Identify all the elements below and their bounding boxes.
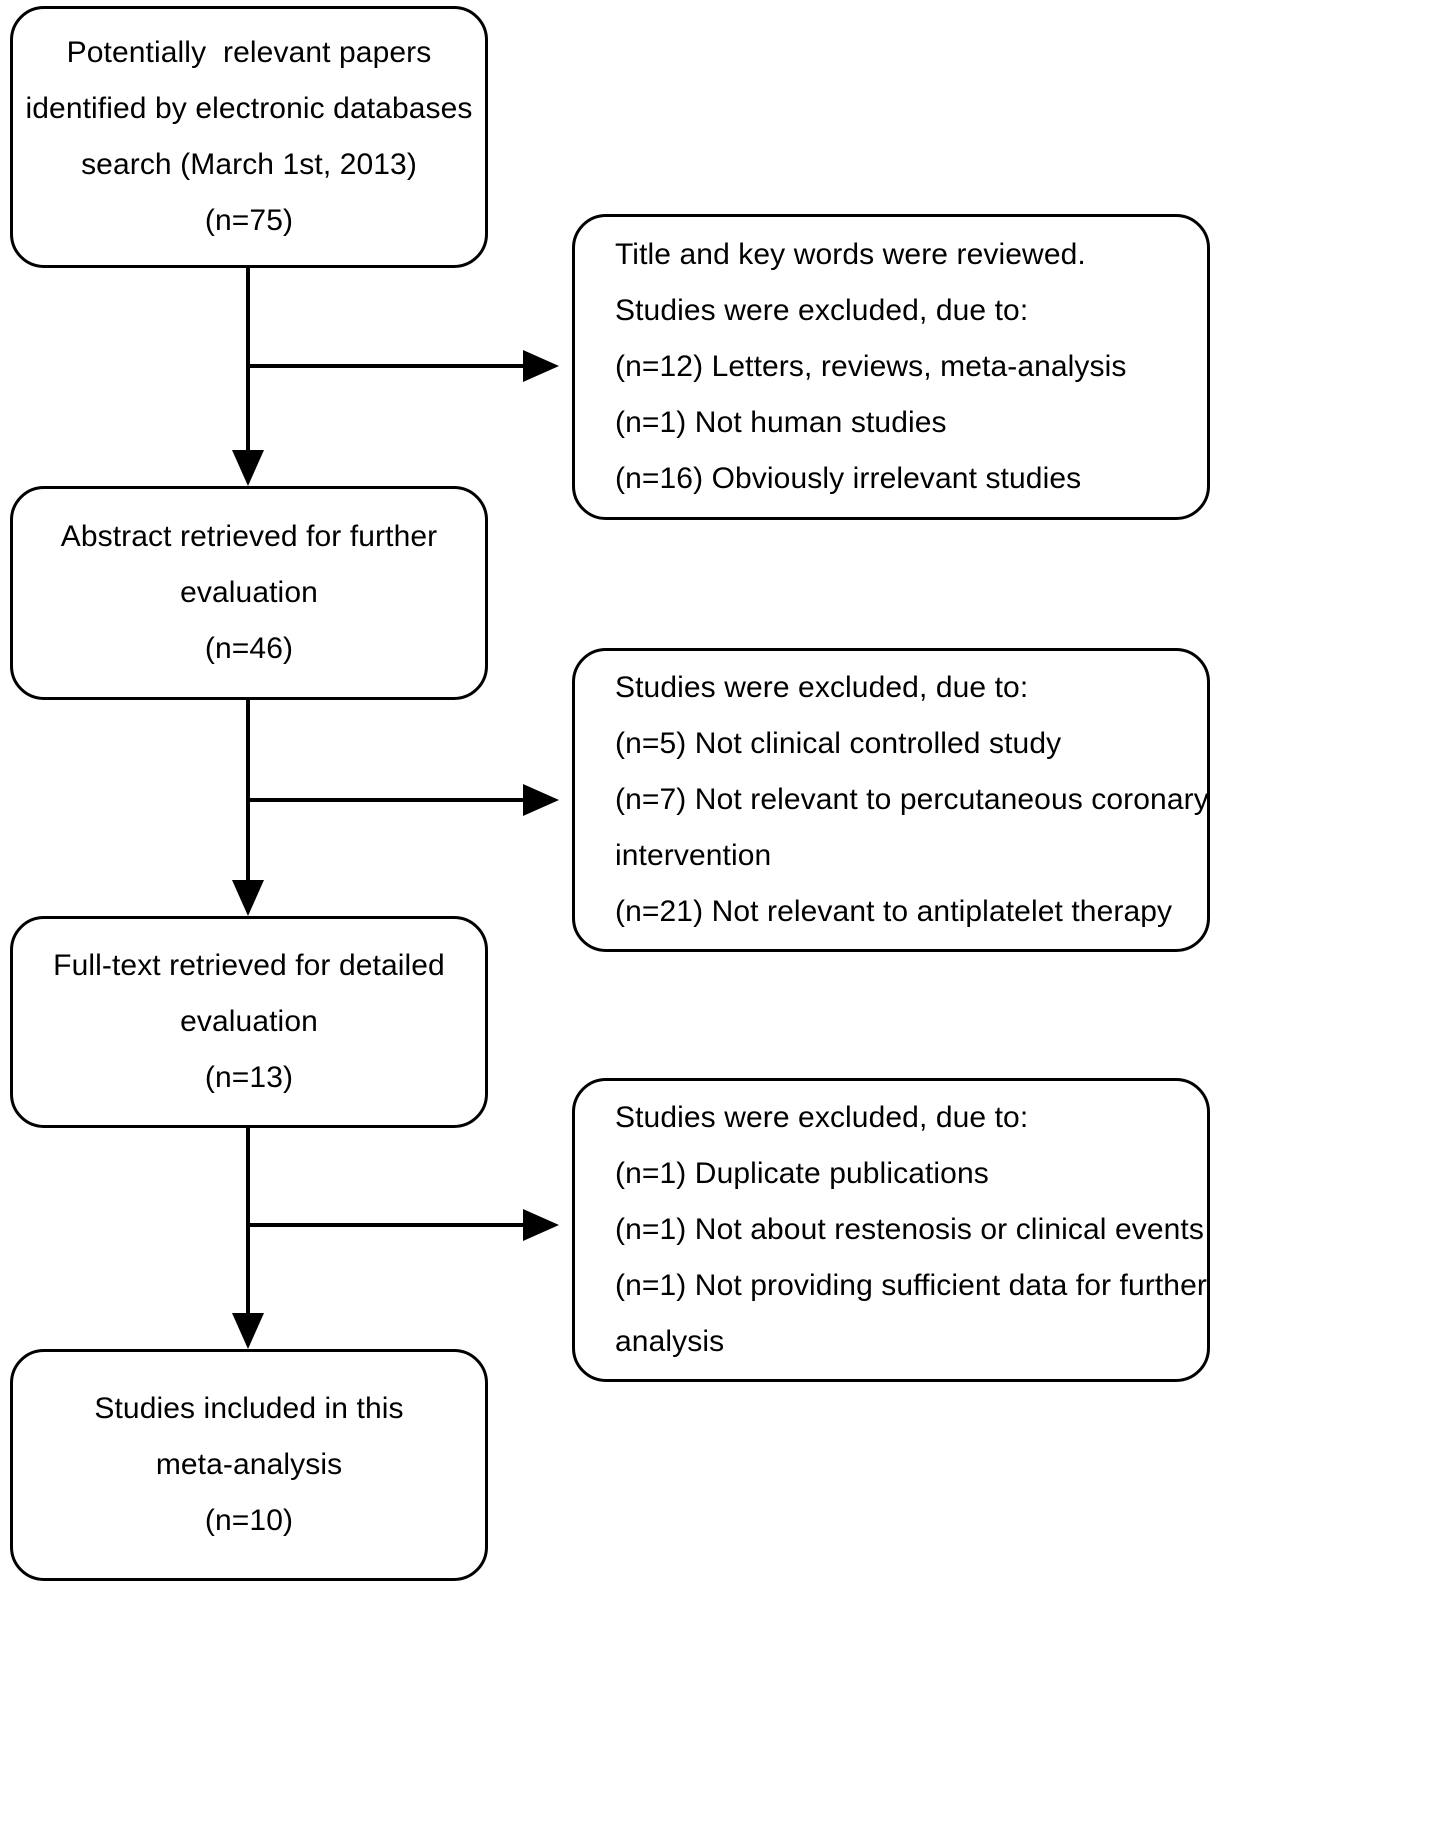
box-identified: Potentially relevant papers identified b… (10, 6, 488, 268)
box-fulltext-line-1: Full-text retrieved for detailed (53, 949, 445, 982)
box-identified-line-3: search (March 1st, 2013) (81, 148, 417, 181)
box-included-line-3: (n=10) (204, 1504, 294, 1537)
box-exclusion-2-line-5: (n=21) Not relevant to antiplatelet ther… (615, 895, 1173, 928)
box-exclusion-3: Studies were excluded, due to: (n=1) Dup… (572, 1078, 1210, 1382)
box-included: Studies included in this meta-analysis (… (10, 1349, 488, 1581)
box-fulltext-line-2: evaluation (180, 1005, 318, 1038)
box-abstract-line-2: evaluation (180, 576, 318, 609)
box-abstract: Abstract retrieved for further evaluatio… (10, 486, 488, 700)
box-exclusion-1-line-5: (n=16) Obviously irrelevant studies (615, 462, 1082, 495)
box-exclusion-2-line-1: Studies were excluded, due to: (615, 671, 1029, 704)
box-exclusion-2-line-2: (n=5) Not clinical controlled study (615, 727, 1062, 760)
box-exclusion-3-line-3: (n=1) Not about restenosis or clinical e… (615, 1213, 1204, 1246)
box-exclusion-3-line-5: analysis (615, 1325, 725, 1358)
box-exclusion-3-line-4: (n=1) Not providing sufficient data for … (615, 1269, 1207, 1302)
box-exclusion-3-line-1: Studies were excluded, due to: (615, 1101, 1029, 1134)
box-included-line-2: meta-analysis (155, 1448, 343, 1481)
box-exclusion-3-line-2: (n=1) Duplicate publications (615, 1157, 989, 1190)
box-exclusion-1-line-3: (n=12) Letters, reviews, meta-analysis (615, 350, 1127, 383)
box-exclusion-2-line-4: intervention (615, 839, 772, 872)
box-exclusion-1-line-2: Studies were excluded, due to: (615, 294, 1029, 327)
box-abstract-line-1: Abstract retrieved for further (60, 520, 438, 553)
box-exclusion-2-line-3: (n=7) Not relevant to percutaneous coron… (615, 783, 1209, 816)
box-identified-line-2: identified by electronic databases (25, 92, 473, 125)
box-exclusion-1-line-4: (n=1) Not human studies (615, 406, 947, 439)
box-identified-line-1: Potentially relevant papers (66, 36, 432, 69)
box-included-line-1: Studies included in this (94, 1392, 404, 1425)
box-fulltext: Full-text retrieved for detailed evaluat… (10, 916, 488, 1128)
box-exclusion-1: Title and key words were reviewed. Studi… (572, 214, 1210, 520)
box-fulltext-line-3: (n=13) (204, 1061, 294, 1094)
box-exclusion-1-line-1: Title and key words were reviewed. (615, 238, 1086, 271)
box-abstract-line-3: (n=46) (204, 632, 294, 665)
box-exclusion-2: Studies were excluded, due to: (n=5) Not… (572, 648, 1210, 952)
box-identified-line-4: (n=75) (204, 204, 294, 237)
